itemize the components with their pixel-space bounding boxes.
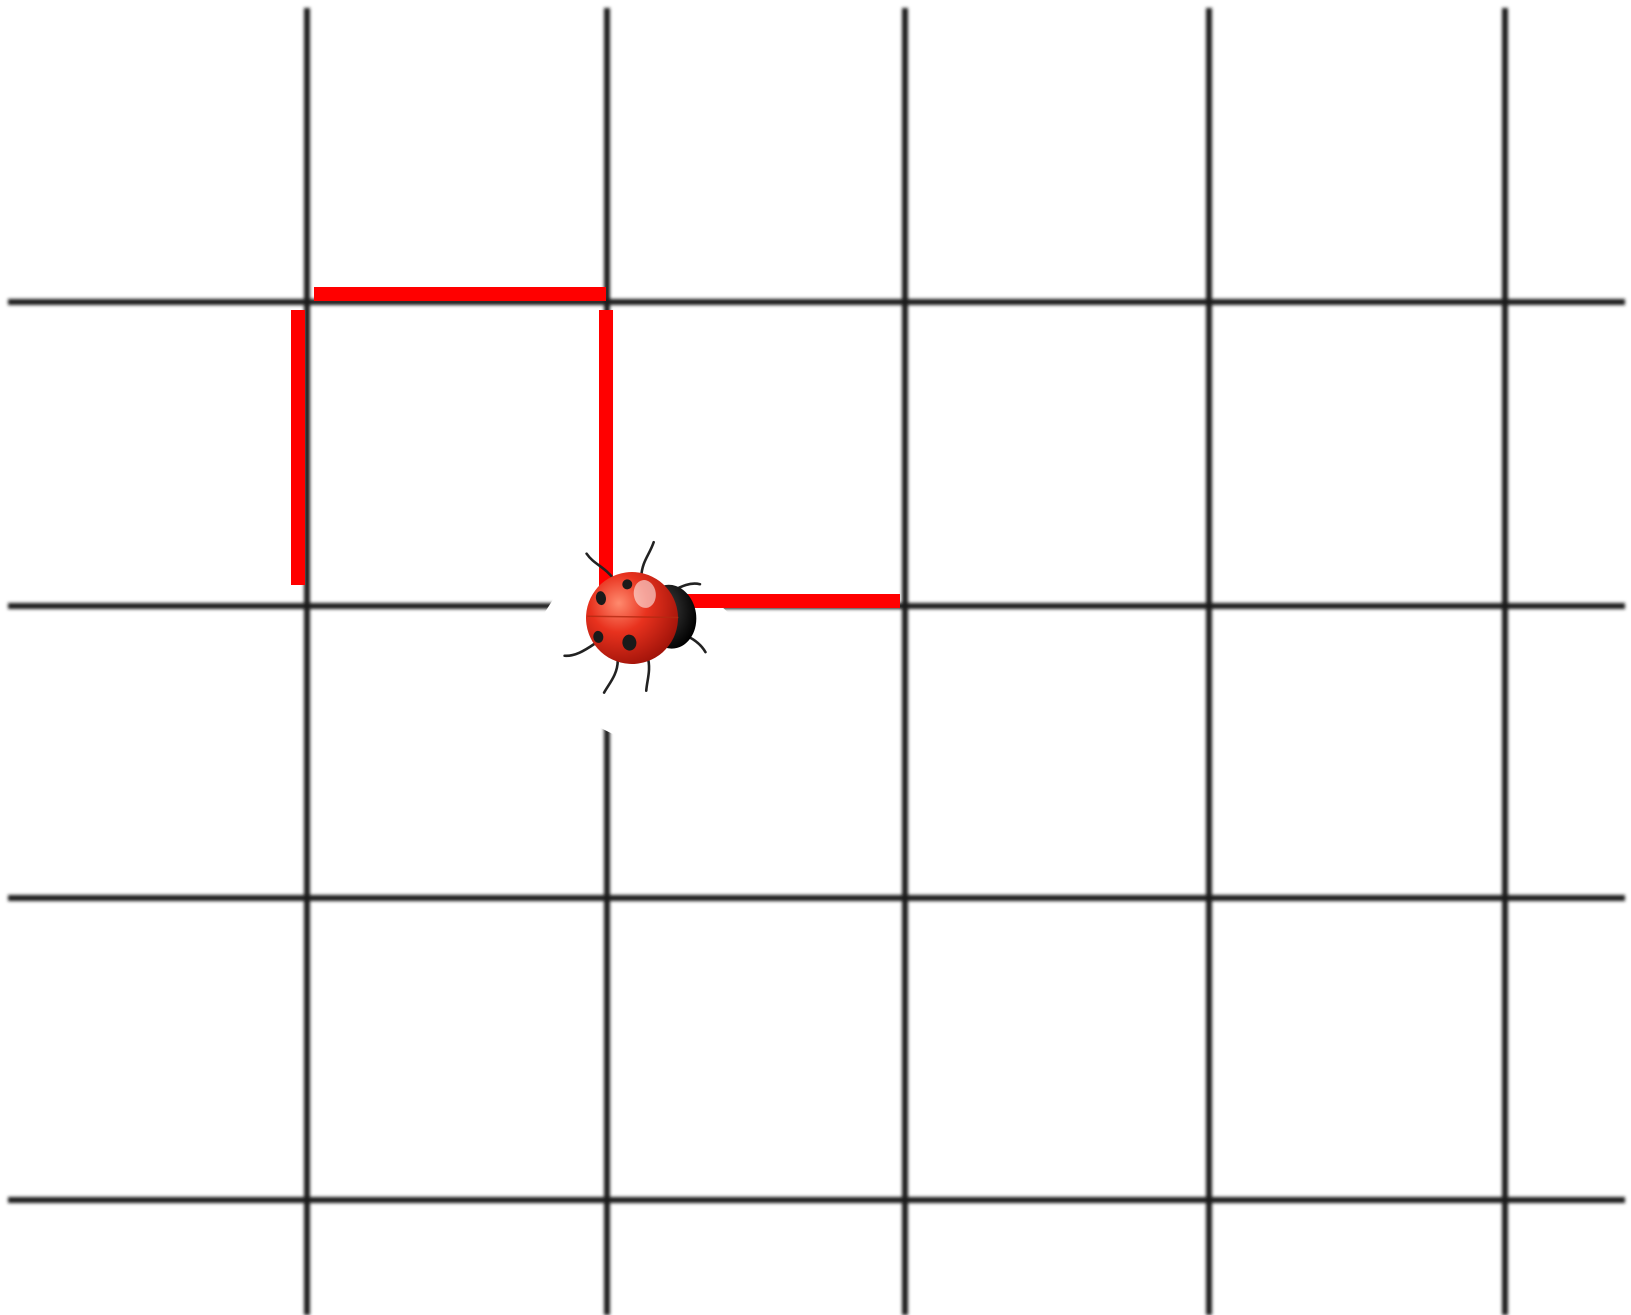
grid-lines — [8, 8, 1625, 1315]
path — [298, 294, 900, 601]
